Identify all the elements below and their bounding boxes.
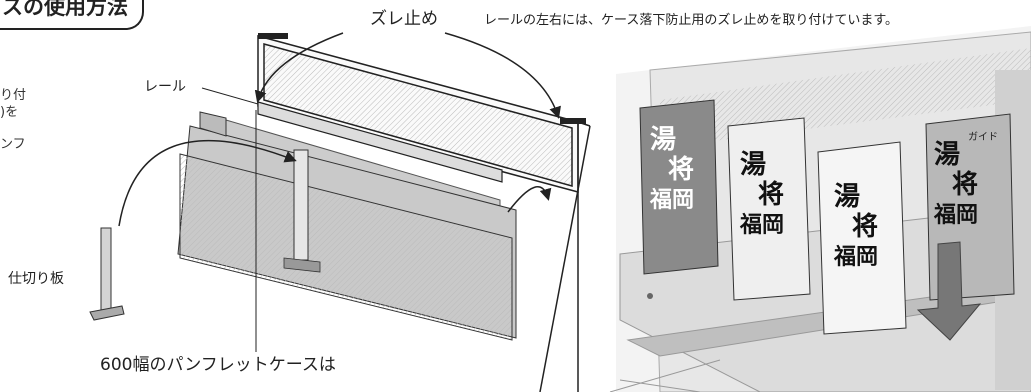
left-text-line-1: り付 bbox=[0, 88, 27, 103]
partition-plate bbox=[89, 227, 125, 321]
label-case-600: 600幅のパンフレットケースは bbox=[100, 355, 336, 375]
left-text-line-2: )を bbox=[0, 105, 19, 120]
board-frame bbox=[257, 35, 591, 392]
label-zure-dome: ズレ止め bbox=[370, 9, 438, 29]
label-partition-plate: 仕切り板 bbox=[8, 271, 64, 287]
stopper-left bbox=[258, 33, 288, 39]
pamphlet-4-logo: 湯将福岡 bbox=[934, 140, 979, 228]
down-arrow-icon bbox=[916, 241, 982, 341]
pamphlet-case bbox=[177, 111, 517, 341]
pamphlet-2-logo: 湯将福岡 bbox=[740, 150, 785, 238]
pamphlet-1 bbox=[639, 99, 719, 275]
pamphlet-1-logo: 湯将福岡 bbox=[650, 125, 695, 213]
display-illustration bbox=[609, 26, 1031, 392]
rail bbox=[257, 101, 503, 183]
pamphlet-3 bbox=[817, 141, 907, 335]
label-zure-note: レールの左右には、ケース落下防止用のズレ止めを取り付けています。 bbox=[484, 13, 899, 28]
left-text-line-3: ンフ bbox=[0, 137, 26, 152]
pamphlet-4-guide-label: ガイド bbox=[968, 132, 998, 143]
pamphlet-2 bbox=[727, 117, 811, 301]
stopper-right bbox=[560, 118, 586, 124]
section-title: スの使用方法 bbox=[0, 0, 144, 30]
pamphlet-3-logo: 湯将福岡 bbox=[834, 182, 879, 270]
label-rail: レール bbox=[144, 79, 186, 95]
